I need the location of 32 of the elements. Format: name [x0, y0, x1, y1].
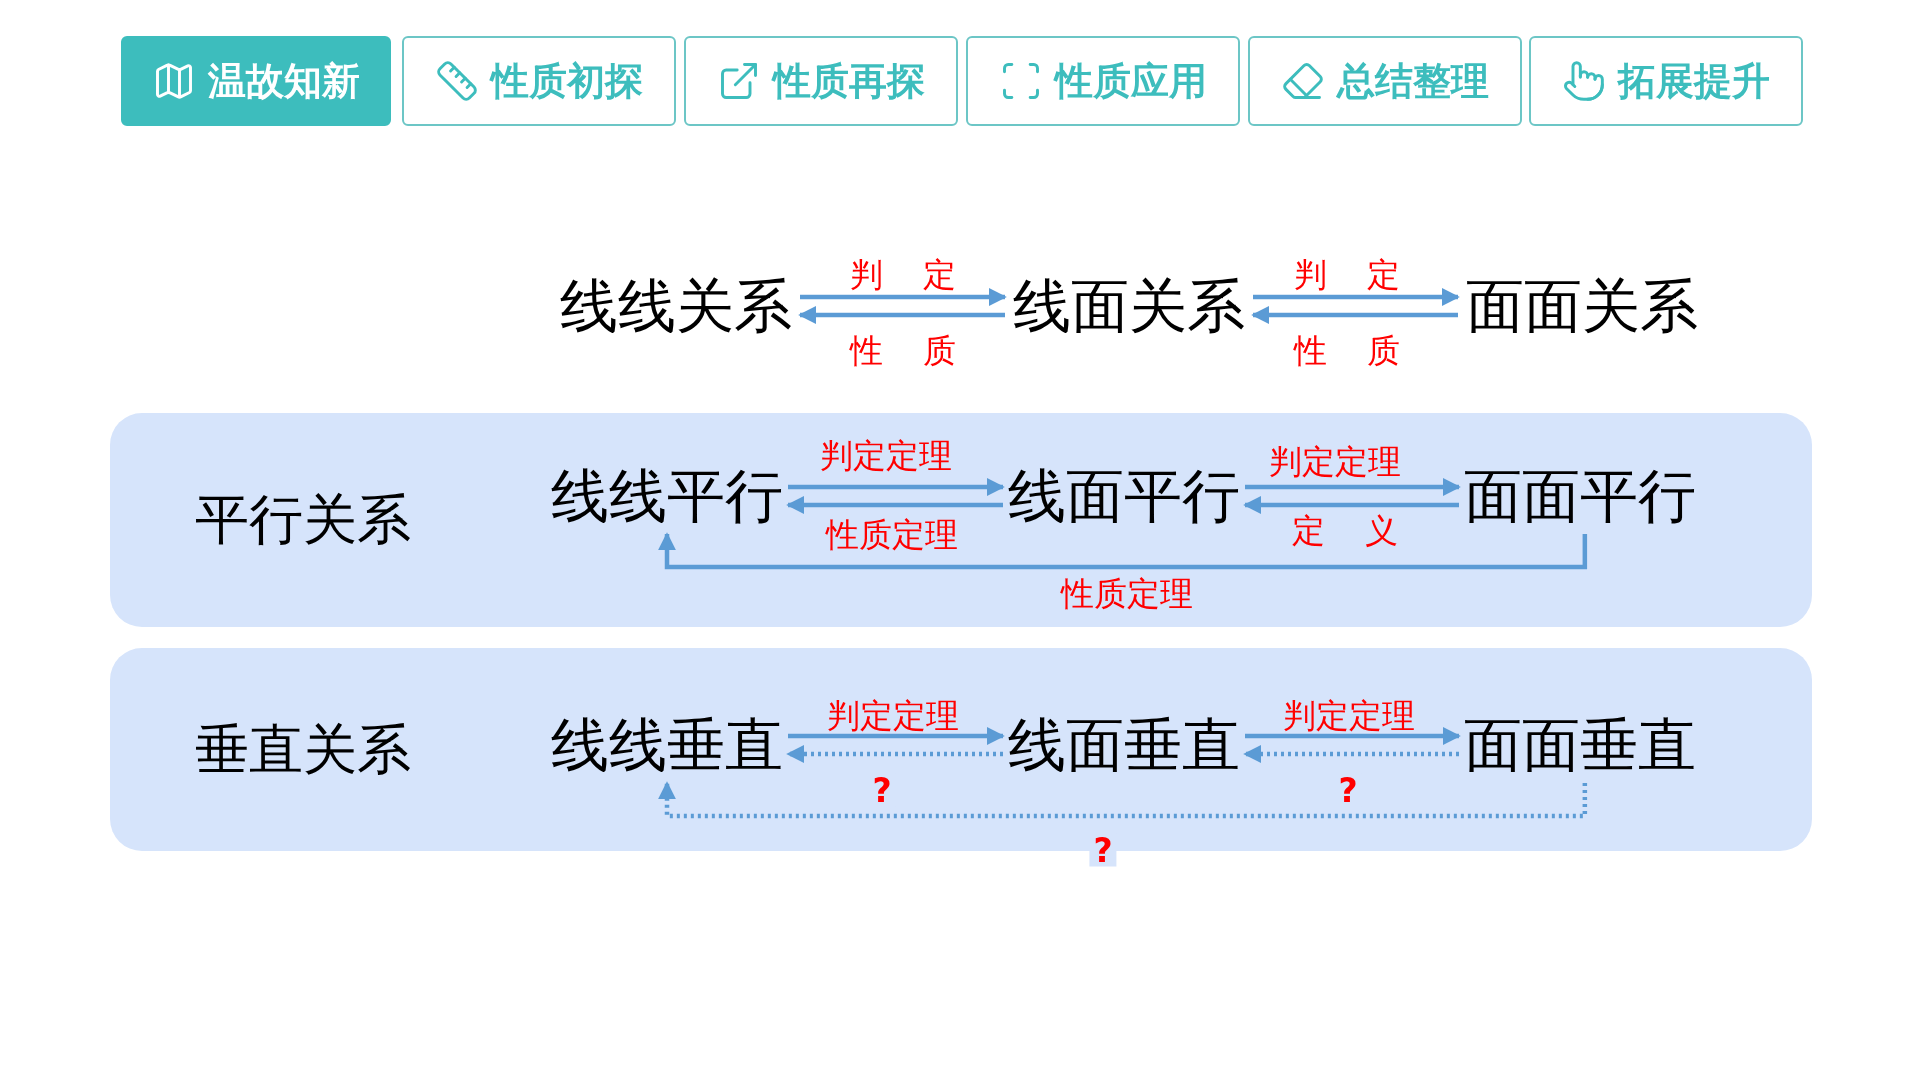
- concept-text: 线面平行: [1003, 458, 1245, 534]
- concept-text: 线线平行: [546, 458, 788, 534]
- arrow: [798, 306, 1005, 324]
- arrow: [1243, 745, 1459, 763]
- tab: 性质初探: [402, 36, 676, 126]
- tab: 性质再探: [684, 36, 958, 126]
- arrow: [788, 478, 1005, 496]
- band-title: 平行关系: [195, 493, 411, 547]
- tab: 温故知新: [121, 36, 391, 126]
- concept-text: 线面关系: [1005, 268, 1253, 344]
- arrow: [1245, 478, 1461, 496]
- tab: 总结整理: [1248, 36, 1522, 126]
- arrow: [658, 781, 1588, 819]
- tab: 拓展提升: [1529, 36, 1803, 126]
- band-title: 垂直关系: [195, 722, 411, 777]
- concept-text: 面面关系: [1458, 268, 1706, 344]
- arrow: [788, 727, 1005, 745]
- arrow: [1245, 727, 1461, 745]
- arrow: [786, 745, 1003, 763]
- concept-text: 面面平行: [1459, 458, 1701, 534]
- arrow: [658, 532, 1588, 570]
- concept-text: 线线垂直: [546, 707, 788, 783]
- arrow: [1253, 288, 1460, 306]
- concept-text: 线线关系: [552, 268, 800, 344]
- concept-text: 线面垂直: [1003, 707, 1245, 783]
- concept-text: 面面垂直: [1459, 707, 1701, 783]
- arrow: [1243, 496, 1459, 514]
- arrow: [800, 288, 1007, 306]
- tab: 性质应用: [966, 36, 1240, 126]
- arrow: [786, 496, 1003, 514]
- group-band: [110, 413, 1812, 627]
- arrow: [1251, 306, 1458, 324]
